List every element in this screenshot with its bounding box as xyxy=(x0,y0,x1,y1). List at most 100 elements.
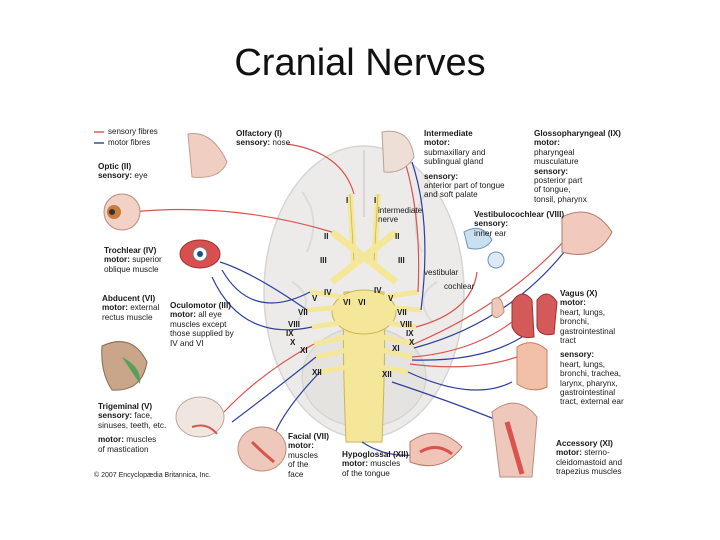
trigeminal-line: of mastication xyxy=(98,444,149,454)
numeral-viii-right: VIII xyxy=(400,320,413,329)
vagus-line: motor: xyxy=(560,298,586,308)
numeral-vii-left: VII xyxy=(298,308,308,317)
glossopharyngeal-line: tonsil, pharynx xyxy=(534,194,587,204)
pharynx-illustration xyxy=(561,211,613,255)
hypoglossal-title: Hypoglossal (XII) xyxy=(342,450,409,459)
vagus-line: larynx, pharynx, xyxy=(560,378,618,388)
glossopharyngeal-line: musculature xyxy=(534,157,579,167)
intermediate-line: motor: xyxy=(424,138,450,148)
glossopharyngeal-line: pharyngeal xyxy=(534,147,575,157)
trochlear-line: motor: superior xyxy=(104,255,162,265)
head-intermediate-illustration xyxy=(381,130,415,173)
face-illustration xyxy=(101,341,148,391)
facial-line: face xyxy=(288,469,304,479)
optic-title: Optic (II) xyxy=(98,162,132,171)
vagus-line: tract xyxy=(560,336,576,346)
vestibulocochlear-title: Vestibulocochlear (VIII) xyxy=(474,210,565,219)
pons xyxy=(331,289,397,335)
numeral-v-right: V xyxy=(388,294,394,303)
glossopharyngeal-line: motor: xyxy=(534,138,560,148)
cranial-nerves-diagram: sensory fibres motor fibres I I II II II… xyxy=(92,122,632,484)
intestines-illustration xyxy=(516,342,548,391)
slide-title: Cranial Nerves xyxy=(234,42,486,84)
numeral-xii-right: XII xyxy=(382,370,392,379)
vestibulocochlear-line: inner ear xyxy=(474,228,507,238)
olfactory-label: Olfactory (I)sensory: nose xyxy=(236,129,290,148)
accessory-line: motor: sterno- xyxy=(556,448,610,458)
hypoglossal-line: of the tongue xyxy=(342,468,390,478)
vestibular-label: vestibular xyxy=(424,268,459,277)
numeral-viii-left: VIII xyxy=(288,320,301,329)
numeral-iv-left: IV xyxy=(324,288,332,297)
hypoglossal-line: motor: muscles xyxy=(342,459,401,469)
numeral-i-right: I xyxy=(374,196,377,205)
numeral-vi-right: VI xyxy=(358,298,366,307)
intermediate-line: anterior part of tongue xyxy=(424,181,505,191)
oculomotor-title: Oculomotor (III) xyxy=(170,301,231,310)
olfactory-title: Olfactory (I) xyxy=(236,129,282,138)
legend-sensory-label: sensory fibres xyxy=(108,127,158,136)
glossopharyngeal-title: Glossopharyngeal (IX) xyxy=(534,129,621,138)
nose-illustration xyxy=(187,133,228,178)
eye-illustration xyxy=(103,193,141,231)
abducent-line: rectus muscle xyxy=(102,312,153,322)
numeral-xi-right: XI xyxy=(392,344,400,353)
vagus-line: bronchi, trachea, xyxy=(560,369,621,379)
optic-label: Optic (II)sensory: eye xyxy=(98,162,148,181)
numeral-ix-right: IX xyxy=(406,329,414,338)
numeral-vi-left: VI xyxy=(343,298,351,307)
oculomotor-line: IV and VI xyxy=(170,338,204,348)
numeral-vii-right: VII xyxy=(397,308,407,317)
copyright-notice: © 2007 Encyclopædia Britannica, Inc. xyxy=(94,472,211,479)
trigeminal-label: Trigeminal (V)sensory: face,sinuses, tee… xyxy=(98,402,166,454)
numeral-ii-left: II xyxy=(324,232,329,241)
glossopharyngeal-line: of tongue, xyxy=(534,185,571,195)
intermediate-line: submaxillary and xyxy=(424,147,486,157)
vagus-title: Vagus (X) xyxy=(560,289,598,298)
tongue-illustration xyxy=(409,432,463,467)
accessory-line: trapezius muscles xyxy=(556,467,622,477)
vestibulocochlear-line: sensory: xyxy=(474,219,509,229)
numeral-x-right: X xyxy=(409,338,415,347)
numeral-v-left: V xyxy=(312,294,318,303)
facial-line: muscles xyxy=(288,450,319,460)
glossopharyngeal-line: sensory: xyxy=(534,166,569,176)
intermediate-line: sensory: xyxy=(424,171,459,181)
vagus-line: sensory: xyxy=(560,350,595,360)
legend-motor-label: motor fibres xyxy=(108,138,151,147)
trigeminal-line: sensory: face, xyxy=(98,411,153,421)
diagram-illustration xyxy=(94,130,613,478)
vestibulocochlear-label: Vestibulocochlear (VIII)sensory:inner ea… xyxy=(474,210,564,238)
vagus-line: bronchi, xyxy=(560,317,590,327)
numeral-ii-right: II xyxy=(395,232,400,241)
numeral-ix-left: IX xyxy=(286,329,294,338)
oculomotor-line: those supplied by xyxy=(170,329,234,339)
numeral-x-left: X xyxy=(290,338,296,347)
vagus-label: Vagus (X)motor:heart, lungs,bronchi,gast… xyxy=(560,289,624,407)
facial-line: motor: xyxy=(288,441,314,451)
abducent-title: Abducent (VI) xyxy=(102,294,156,303)
vagus-line: tract, external ear xyxy=(560,397,624,407)
optic-chiasm xyxy=(329,229,399,285)
abducent-line: motor: external xyxy=(102,303,160,313)
trigeminal-title: Trigeminal (V) xyxy=(98,402,153,411)
numeral-xii-left: XII xyxy=(312,368,322,377)
vagus-line: heart, lungs, xyxy=(560,307,606,317)
vagus-line: gastrointestinal xyxy=(560,326,616,336)
skull-trigeminal-illustration xyxy=(175,396,225,438)
optic-line: sensory: eye xyxy=(98,171,148,181)
facial-line: of the xyxy=(288,460,309,470)
accessory-label: Accessory (XI)motor: sterno-cleidomastoi… xyxy=(556,439,622,477)
accessory-title: Accessory (XI) xyxy=(556,439,613,448)
vagus-line: gastrointestinal xyxy=(560,388,616,398)
vagus-line: heart, lungs, xyxy=(560,359,606,369)
facial-title: Facial (VII) xyxy=(288,432,329,441)
intermediate-line: sublingual gland xyxy=(424,157,484,167)
